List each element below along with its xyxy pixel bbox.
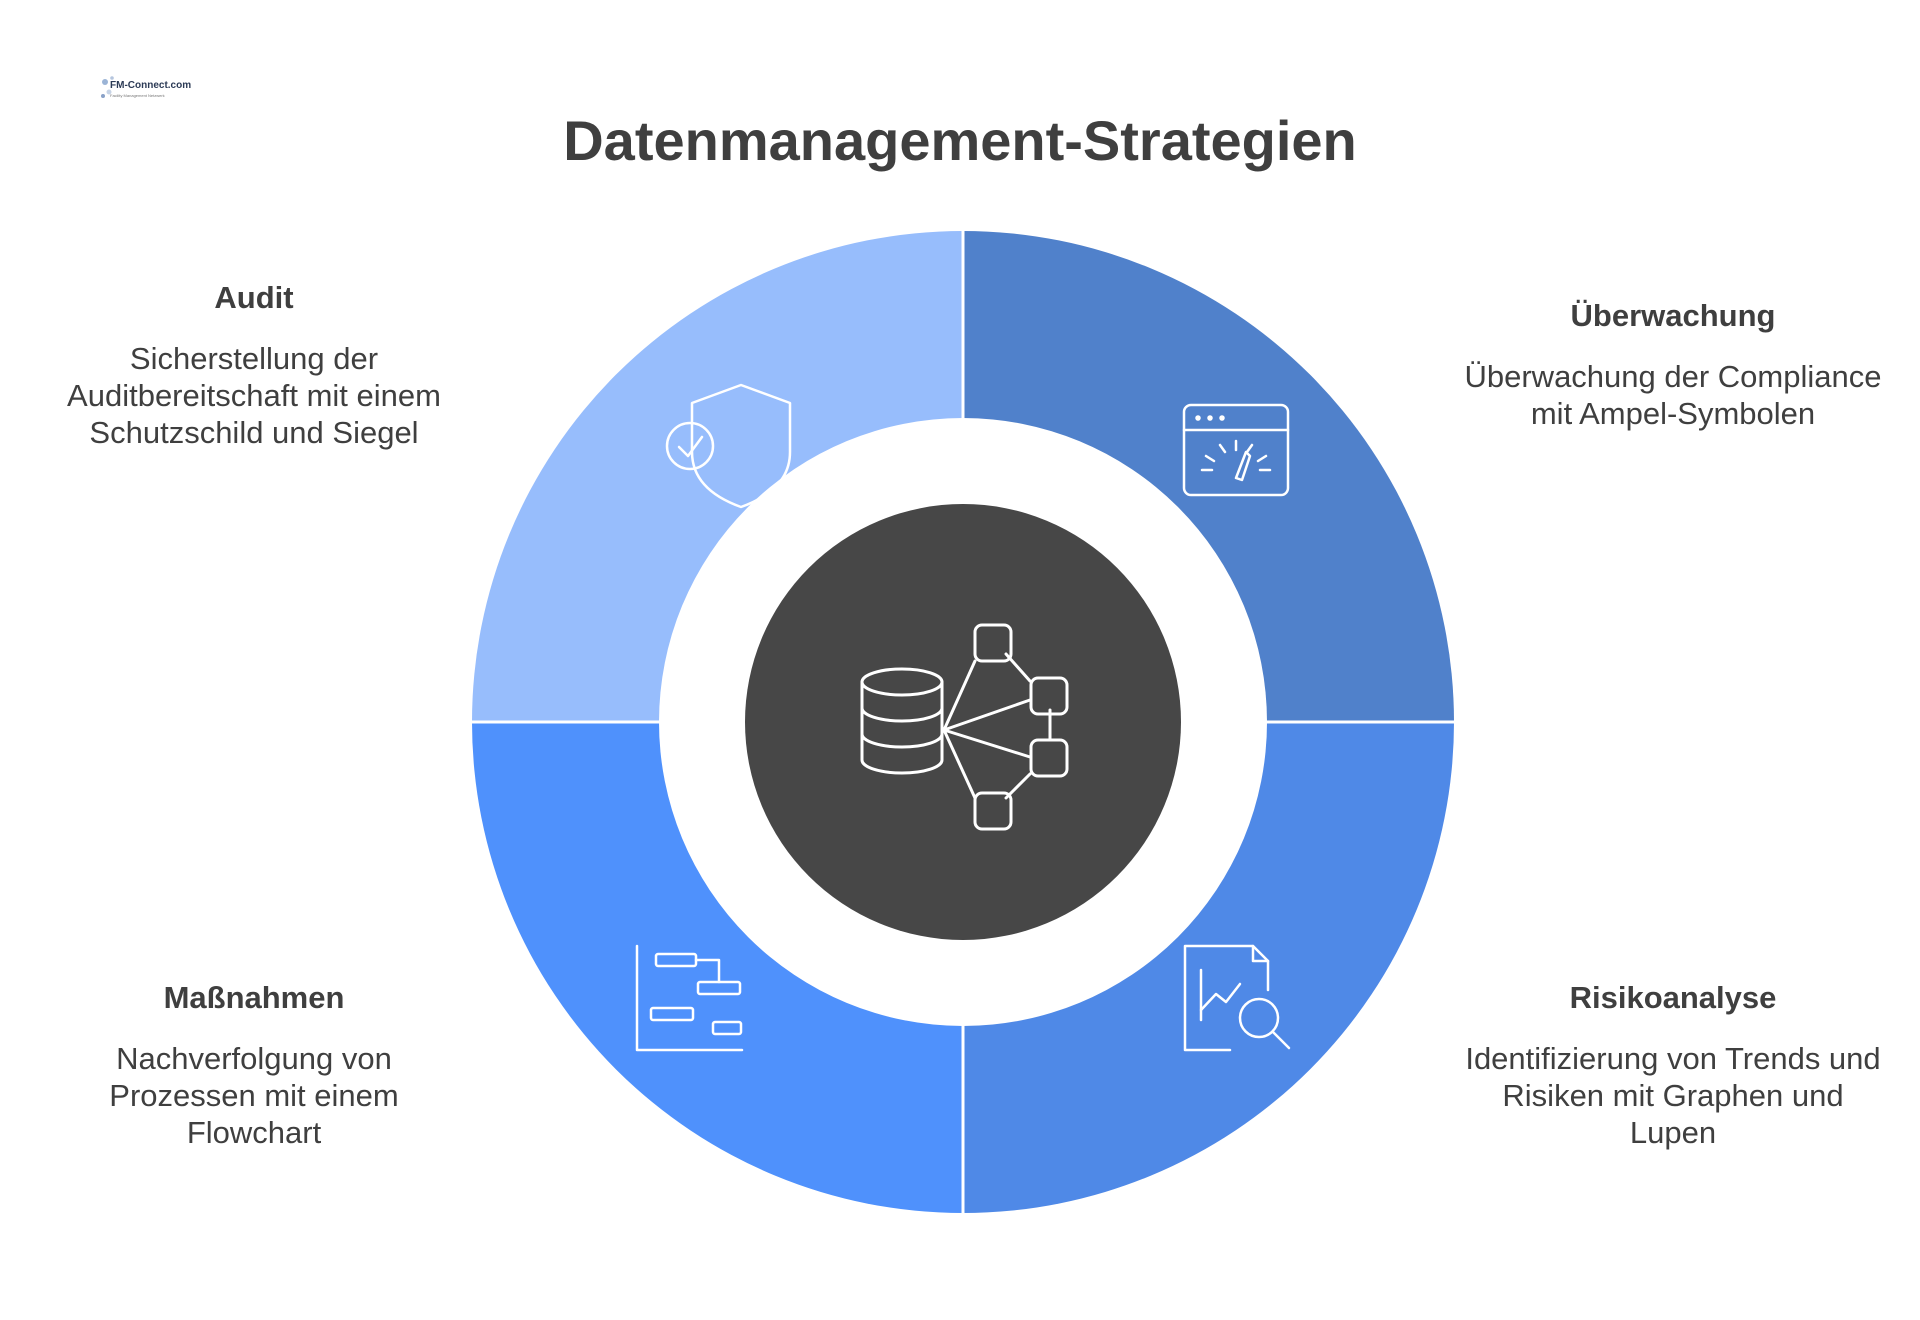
audit-block: Audit Sicherstellung der Auditbereitscha…	[44, 280, 464, 451]
check-seal-icon	[665, 421, 715, 471]
audit-heading: Audit	[214, 280, 294, 315]
notch-top-right	[1046, 447, 1136, 537]
database-network-icon	[860, 623, 1069, 831]
notch-bottom-right	[1046, 907, 1136, 997]
page-title: Datenmanagement-Strategien	[563, 109, 1357, 172]
chart-magnifier-icon	[1183, 944, 1291, 1052]
audit-description: Sicherstellung der Auditbereitschaft mit…	[67, 341, 441, 450]
massnahmen-heading: Maßnahmen	[163, 980, 345, 1015]
notch-bottom-left	[790, 907, 880, 997]
logo-mark-icon	[101, 76, 114, 98]
logo: FM-Connect.com Facility Management Netzw…	[100, 74, 191, 104]
flowchart-icon	[635, 944, 744, 1052]
massnahmen-block: Maßnahmen Nachverfolgung von Prozessen m…	[44, 980, 464, 1151]
notch-top-left	[790, 447, 880, 537]
ueberwachung-description: Überwachung der Compliance mit Ampel-Sym…	[1464, 359, 1882, 431]
logo-text: FM-Connect.com	[110, 80, 192, 91]
ueberwachung-heading: Überwachung	[1570, 298, 1776, 333]
logo-subtext: Facility Management Netzwerk	[110, 93, 165, 98]
risikoanalyse-block: Risikoanalyse Identifizierung von Trends…	[1463, 980, 1883, 1151]
massnahmen-description: Nachverfolgung von Prozessen mit einem F…	[109, 1041, 399, 1150]
risikoanalyse-description: Identifizierung von Trends und Risiken m…	[1465, 1041, 1881, 1150]
shield-check-icon	[690, 383, 792, 509]
ueberwachung-block: Überwachung Überwachung der Compliance m…	[1463, 298, 1883, 432]
dashboard-gauge-icon	[1182, 403, 1290, 497]
risikoanalyse-heading: Risikoanalyse	[1569, 980, 1777, 1015]
